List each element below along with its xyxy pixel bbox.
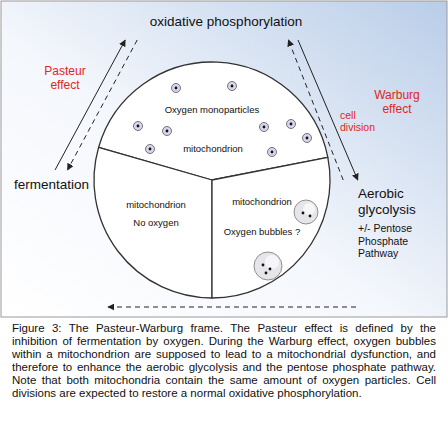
figure-caption: Figure 3: The Pasteur-Warburg frame. The…: [12, 322, 436, 400]
oxygen-particle: [303, 134, 312, 143]
process-label: Aerobic glycolysis +/- Pentose Phosphate …: [332, 180, 444, 266]
node-text: fermentation: [14, 177, 104, 193]
node-text: No oxygen: [106, 217, 206, 228]
node-text: Oxygen bubbles ?: [218, 226, 306, 237]
node-text: mitochondrion: [106, 199, 206, 210]
mitochondrion-sector: mitochondrionOxygen bubbles ?: [212, 157, 330, 298]
oxygen-particle: [172, 84, 181, 93]
oxygen-particle: [287, 120, 296, 129]
effect-label: cell division: [340, 109, 384, 133]
oxygen-particle: [228, 82, 237, 91]
node-text: +/- Pentose Phosphate Pathway: [358, 222, 434, 260]
oxygen-bubble: [294, 200, 318, 224]
reaction-arrow: [55, 40, 125, 170]
node-text: Oxygen monoparticles: [157, 104, 267, 115]
oxygen-particle: [260, 123, 269, 132]
reaction-arrow: [298, 40, 358, 180]
figure-frame: [1, 1, 447, 317]
process-label: fermentation: [8, 170, 104, 200]
node-text: Aerobic glycolysis: [358, 186, 440, 218]
node-text: mitochondrion: [158, 143, 268, 154]
reaction-arrow: [288, 40, 343, 180]
return-arrow: [108, 307, 356, 308]
effect-label: Pasteur effect: [38, 64, 92, 92]
effect-label: Warburg effect: [368, 88, 426, 116]
reaction-arrow: [68, 40, 138, 170]
node-text: oxidative phosphorylation: [106, 14, 346, 30]
oxygen-bubble: [254, 252, 282, 280]
oxygen-particle: [146, 145, 155, 154]
oxygen-particle: [134, 122, 143, 131]
oxygen-bubbles: [254, 200, 318, 280]
oxygen-particle: [163, 127, 172, 136]
sector-shape: [212, 157, 330, 298]
sector-shape: [94, 147, 212, 298]
mitochondrion-sector: mitochondrion No oxygen: [94, 147, 212, 298]
oxygen-particle: [268, 148, 277, 157]
node-text: mitochondrion: [218, 196, 306, 207]
oxygen-monoparticles: [134, 82, 312, 157]
process-label: oxidative phosphorylation: [106, 4, 346, 40]
